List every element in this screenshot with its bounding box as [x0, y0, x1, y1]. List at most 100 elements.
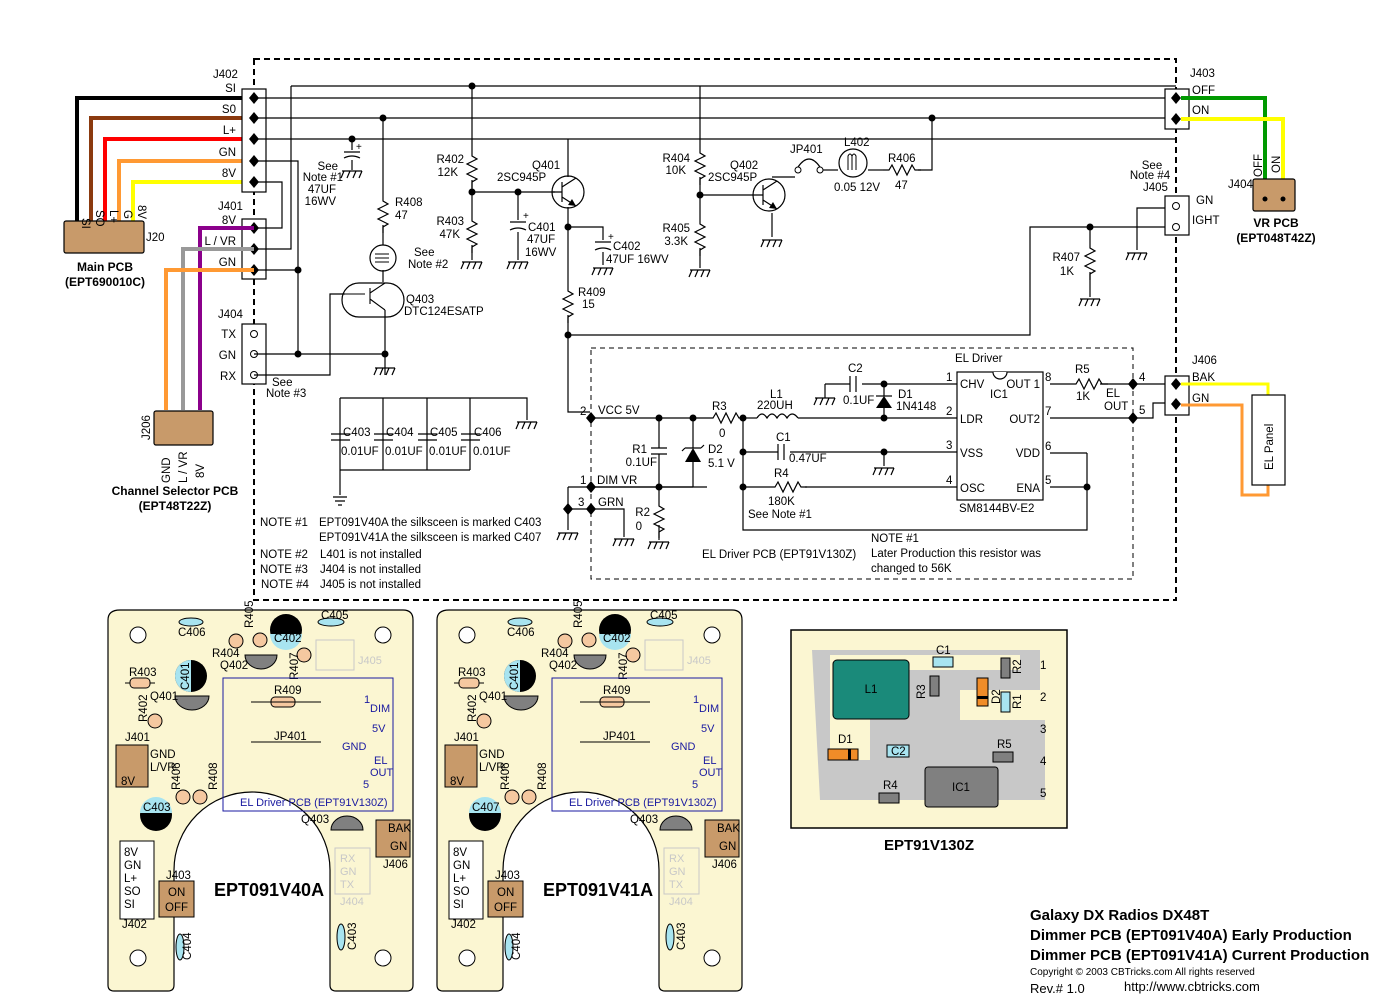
r1-value: 0.1UF [626, 457, 657, 469]
j404-pin: GN [669, 866, 686, 878]
el-note-text: Later Production this resistor was [871, 548, 1041, 560]
j403-pin: OFF [165, 902, 188, 914]
cap-c404 [175, 933, 185, 961]
l401-note: See [414, 247, 434, 259]
website-link[interactable]: http://www.cbtricks.com [1124, 979, 1260, 994]
r4-note: See Note #1 [748, 509, 812, 521]
grn-net-label: GRN [598, 497, 624, 509]
connector-j406 [375, 819, 411, 858]
el-pcb-layout: L1 C1 R3 R2 D2 R1 D1 C2 R5 IC1 R4 1 2 3 … [790, 629, 1068, 854]
j401-silk: J401 [125, 732, 150, 744]
j402-pin: SO [453, 886, 470, 898]
see-note-3-b: Note #3 [266, 388, 306, 400]
note-text: L401 is not installed [320, 549, 422, 561]
j402-silk: J402 [451, 919, 476, 931]
j20-pin-label: SI [79, 218, 91, 229]
q403-ref: Q403 [406, 294, 434, 306]
j406-silk: J406 [712, 859, 737, 871]
wire-off-green [1181, 96, 1267, 198]
el-driver-wires [567, 383, 1176, 540]
c2-ref: C2 [848, 363, 863, 375]
el-pcb-ic1: IC1 [952, 782, 970, 794]
el-pin-number: 4 [1139, 372, 1146, 384]
el-pcb-r4: R4 [883, 780, 898, 792]
resistor-r408 [521, 789, 537, 805]
r405-value: 3.3K [664, 236, 688, 248]
resistor-r408 [192, 789, 208, 805]
el-box-label: EL Driver PCB (EPT91V130Z) [569, 797, 717, 809]
c401-ref: C401 [528, 222, 556, 234]
r408-label: R408 [537, 763, 549, 791]
c405-ref: C405 [430, 427, 458, 439]
r3-value: 0 [719, 428, 725, 440]
j406-silk: J406 [383, 859, 408, 871]
see-note-3: See [272, 377, 292, 389]
ic1-part: SM8144BV-E2 [959, 503, 1034, 515]
j20-pin-label: G [121, 210, 133, 219]
c404-ref: C404 [386, 427, 414, 439]
j406-pin-label: BAK [1192, 372, 1215, 384]
resistor-r406 [504, 789, 520, 805]
el-pcb-r3: R3 [916, 684, 928, 699]
jp401-label: JP401 [274, 731, 307, 743]
j401-silk: J401 [454, 732, 479, 744]
j402-pin: 8V [453, 847, 467, 859]
r5-ref: R5 [1075, 364, 1090, 376]
j403-silk: J403 [166, 870, 191, 882]
l402-ref: L402 [844, 137, 870, 149]
el-note-text: changed to 56K [871, 563, 952, 575]
r406-label: R406 [171, 763, 183, 791]
c402-label: C402 [274, 633, 302, 645]
c401-label: C401 [180, 663, 192, 691]
j402-label: J402 [213, 69, 238, 81]
revision-text: Rev.# 1.0 [1030, 981, 1085, 996]
el-pad-label: DIM [699, 703, 719, 715]
l1-value: 220UH [757, 400, 793, 412]
el-driver-footprint [222, 677, 394, 812]
j404-pin: TX [340, 879, 355, 891]
el-pad-label: 1 [693, 694, 699, 706]
vr-pin-label: ON [1271, 156, 1283, 173]
j405-pin-label: GN [1196, 195, 1213, 207]
j20-pin-label: SO [93, 210, 105, 227]
el-pad-label: 5V [701, 723, 715, 735]
lamp-l401: See Note #2 [369, 244, 448, 272]
r5-value: 1K [1076, 391, 1090, 403]
j405-footprint [644, 639, 684, 671]
j206-label: J206 [141, 415, 153, 440]
el-pad-label: EL [703, 755, 716, 767]
el-pcb-title: EPT91V130Z [884, 837, 974, 854]
r3-ref: R3 [712, 401, 727, 413]
mounting-hole [458, 626, 476, 644]
l402-value: 0.05 12V [834, 182, 880, 194]
r408-ref: R408 [395, 197, 423, 209]
el-pad-label: 5V [372, 723, 386, 735]
d2-ref: D2 [708, 444, 723, 456]
svg-text:+: + [356, 142, 362, 153]
r408-label: R408 [208, 763, 220, 791]
main-pcb-part: (EPT690010C) [65, 275, 145, 289]
q403-part: DTC124ESATP [404, 306, 484, 318]
el-driver-pcb-label: EL Driver PCB (EPT91V130Z) [702, 549, 856, 561]
j403-silk: J403 [495, 870, 520, 882]
r404-label: R404 [541, 648, 569, 660]
c406-ref: C406 [474, 427, 502, 439]
j404-silk: J404 [669, 896, 693, 908]
note-label: NOTE #2 [260, 549, 308, 561]
resistor-r406 [175, 789, 191, 805]
r403-label: R403 [129, 667, 157, 679]
resistor-r404 [228, 633, 244, 649]
c402-label: C402 [603, 633, 631, 645]
vr-j404-label: J404 [1228, 179, 1254, 191]
j406-pin-label: GN [1192, 393, 1209, 405]
ic-pin-name: OUT2 [1009, 414, 1040, 426]
channel-selector-connector-j206 [153, 410, 214, 446]
q401-label: Q401 [150, 691, 178, 703]
c403-ref: C403 [343, 427, 371, 439]
c1-value: 0.47UF [789, 453, 827, 465]
ic-pin-name: VSS [960, 448, 983, 460]
wire-gn-orange [1181, 403, 1270, 497]
wire-bak-yellow [1181, 382, 1270, 396]
c403-smd-label: C403 [347, 923, 359, 951]
jumper-jp401 [580, 701, 650, 743]
